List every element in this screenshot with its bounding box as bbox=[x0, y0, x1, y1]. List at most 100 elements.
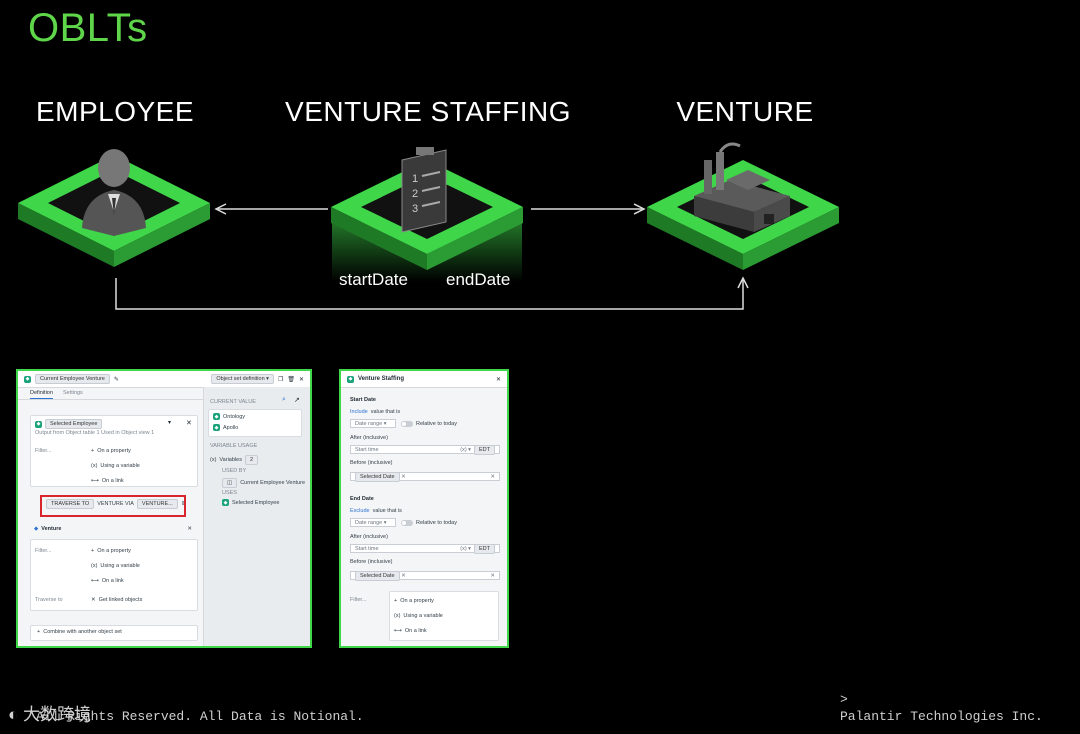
object-set-panel: ◆ Current Employee Venture ✎ Object set … bbox=[16, 369, 312, 648]
venture-on-link[interactable]: ⟷On a link bbox=[91, 578, 124, 584]
link-icon: ⟷ bbox=[91, 578, 99, 584]
staffing-using-variable[interactable]: (x)Using a variable bbox=[394, 613, 443, 619]
staffing-title: Venture Staffing bbox=[358, 376, 404, 382]
staffing-to-employee-arrow bbox=[216, 204, 328, 214]
svg-text:3: 3 bbox=[412, 203, 418, 215]
selected-source[interactable]: Selected Employee bbox=[45, 419, 102, 429]
using-variable-option[interactable]: (x)Using a variable bbox=[91, 463, 140, 469]
stepper-icon[interactable]: ⇕ bbox=[181, 501, 186, 507]
mode-label: Object set definition bbox=[216, 376, 264, 382]
source-chevron-icon[interactable]: ▾ bbox=[168, 419, 171, 426]
clear-icon[interactable]: ✕ bbox=[490, 474, 495, 480]
end-relative-toggle[interactable]: Relative to today bbox=[401, 520, 457, 526]
used-by-item[interactable]: ◫Current Employee Venture bbox=[222, 478, 305, 488]
start-after-placeholder: Start time bbox=[355, 447, 379, 453]
watermark-text: 大数跨境 bbox=[23, 705, 91, 724]
uses-heading: USES bbox=[222, 490, 237, 496]
end-date-heading: End Date bbox=[350, 496, 374, 502]
object-set-title[interactable]: Current Employee Venture bbox=[35, 374, 110, 384]
tab-definition[interactable]: Definition bbox=[30, 387, 53, 399]
uses-item[interactable]: ◆Selected Employee bbox=[222, 499, 279, 506]
staffing-to-venture-arrow bbox=[531, 204, 644, 214]
end-after-label: After (inclusive) bbox=[350, 534, 388, 540]
tab-settings[interactable]: Settings bbox=[63, 387, 83, 399]
link-icon: ⟷ bbox=[394, 628, 402, 634]
staffing-on-link-label: On a link bbox=[405, 628, 427, 634]
venture-label-text: Venture bbox=[41, 526, 61, 532]
source-card: ◆Selected Employee Output from Object ta… bbox=[30, 415, 198, 487]
watermark-icon: ◐ bbox=[8, 705, 18, 724]
end-include-rest: value that is bbox=[373, 508, 402, 514]
on-link-option[interactable]: ⟷On a link bbox=[91, 478, 124, 484]
start-selected-date[interactable]: Selected Date bbox=[355, 472, 400, 482]
variable-usage-heading: VARIABLE USAGE bbox=[210, 443, 257, 449]
start-range-select[interactable]: Date range ▾ bbox=[350, 419, 396, 428]
footer-company: Palantir Technologies Inc. bbox=[840, 709, 1043, 724]
get-linked-objects[interactable]: ✕Get linked objects bbox=[91, 597, 142, 603]
start-before-input[interactable]: Selected Date ✕✕ bbox=[350, 472, 500, 481]
start-date-label: startDate bbox=[339, 270, 408, 290]
staffing-on-link[interactable]: ⟷On a link bbox=[394, 628, 427, 634]
toggle-icon bbox=[401, 520, 413, 526]
end-tz[interactable]: EDT bbox=[474, 544, 495, 554]
start-after-label: After (inclusive) bbox=[350, 435, 388, 441]
venture-staffing-panel: ◆ Venture Staffing ✕ Start Date Include … bbox=[339, 369, 509, 648]
venture-using-variable[interactable]: (x)Using a variable bbox=[91, 563, 140, 569]
staffing-using-variable-label: Using a variable bbox=[403, 613, 442, 619]
close-icon[interactable]: ✕ bbox=[299, 376, 304, 383]
source-close-icon[interactable]: ✕ bbox=[186, 419, 192, 427]
start-relative-label: Relative to today bbox=[416, 421, 457, 427]
traverse-link-select[interactable]: VENTURE... bbox=[137, 499, 178, 509]
end-range-select[interactable]: Date range ▾ bbox=[350, 518, 396, 527]
watermark-logo: ◐ 大数跨境 bbox=[8, 700, 91, 725]
venture-on-property[interactable]: +On a property bbox=[91, 548, 131, 554]
delete-icon[interactable]: 🗑 bbox=[287, 376, 295, 383]
object-set-icon: ◆ bbox=[24, 376, 31, 383]
ontology-label: Ontology bbox=[223, 414, 245, 420]
end-after-placeholder: Start time bbox=[355, 546, 379, 552]
plus-icon: + bbox=[394, 598, 397, 604]
start-after-input[interactable]: Start time(x) ▾ EDT bbox=[350, 445, 500, 454]
expand-icon[interactable]: ↗ bbox=[294, 396, 300, 404]
traverse-to-label: TRAVERSE TO bbox=[46, 499, 94, 509]
search-icon[interactable]: ⌕ bbox=[282, 396, 286, 404]
variable-icon: (x) bbox=[210, 457, 216, 463]
mode-select[interactable]: Object set definition ▾ bbox=[211, 374, 274, 384]
footer-caret: > bbox=[840, 692, 848, 707]
end-before-input[interactable]: Selected Date ✕✕ bbox=[350, 571, 500, 580]
plus-icon: + bbox=[91, 548, 94, 554]
variable-icon: (x) bbox=[394, 613, 400, 619]
start-include-rest: value that is bbox=[371, 409, 400, 415]
current-value-card: ◆Ontology ◆Apollo bbox=[208, 409, 302, 437]
close-icon[interactable]: ✕ bbox=[496, 376, 501, 383]
start-include-word: Include bbox=[350, 409, 368, 415]
on-property-option[interactable]: +On a property bbox=[91, 448, 131, 454]
start-before-label: Before (inclusive) bbox=[350, 460, 393, 466]
copy-icon[interactable]: ❐ bbox=[278, 376, 283, 383]
variable-icon: (x) bbox=[91, 463, 97, 469]
end-after-input[interactable]: Start time(x) ▾ EDT bbox=[350, 544, 500, 553]
apollo-icon: ◆ bbox=[213, 424, 220, 431]
staffing-header: ◆ Venture Staffing ✕ bbox=[341, 371, 507, 388]
current-value-heading: CURRENT VALUE bbox=[210, 399, 256, 405]
start-tz[interactable]: EDT bbox=[474, 445, 495, 455]
end-selected-date[interactable]: Selected Date bbox=[355, 571, 400, 581]
ontology-diagram: 1 2 3 bbox=[0, 0, 1080, 340]
clipboard-icon: 1 2 3 bbox=[402, 147, 446, 232]
used-by-label: Current Employee Venture bbox=[240, 480, 305, 486]
traverse-row[interactable]: TRAVERSE TO VENTURE VIA VENTURE... ⇕ bbox=[46, 499, 185, 509]
using-variable-label: Using a variable bbox=[100, 463, 139, 469]
combine-button[interactable]: +Combine with another object set bbox=[30, 625, 198, 641]
link-icon: ⟷ bbox=[91, 478, 99, 484]
svg-text:2: 2 bbox=[412, 188, 418, 200]
clear-icon[interactable]: ✕ bbox=[490, 573, 495, 579]
object-set-header: ◆ Current Employee Venture ✎ Object set … bbox=[18, 371, 310, 388]
edit-icon[interactable]: ✎ bbox=[114, 376, 119, 383]
staffing-on-property[interactable]: +On a property bbox=[394, 598, 434, 604]
end-before-label: Before (inclusive) bbox=[350, 559, 393, 565]
venture-section: ◆Venture✕ bbox=[34, 526, 192, 532]
venture-close-icon[interactable]: ✕ bbox=[187, 526, 192, 532]
start-relative-toggle[interactable]: Relative to today bbox=[401, 421, 457, 427]
start-include-text: Include value that is bbox=[350, 409, 400, 415]
